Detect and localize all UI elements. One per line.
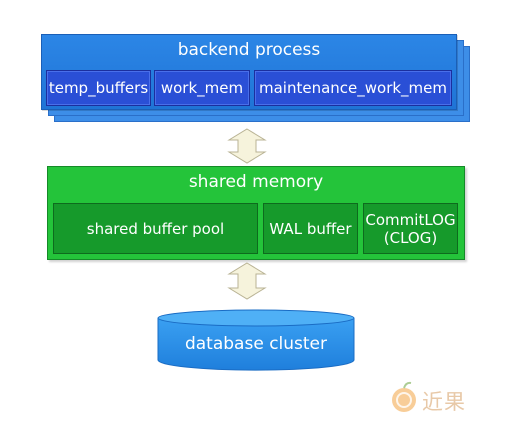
clog-label: CommitLOG (CLOG): [365, 210, 456, 247]
wal-buffer-label: WAL buffer: [269, 219, 352, 238]
watermark-text: 近果: [422, 390, 466, 414]
shared-memory: shared memory shared buffer pool WAL buf…: [47, 166, 465, 260]
shared-memory-title: shared memory: [188, 172, 324, 192]
maintenance-work-mem-area: maintenance_work_mem: [254, 70, 452, 106]
database-cluster-cylinder: [157, 309, 355, 371]
backend-process: backend process temp_buffers work_mem ma…: [41, 34, 457, 110]
work-mem-area: work_mem: [154, 70, 250, 106]
arrow-shared-memory-database: [227, 262, 267, 300]
temp-buffers-area: temp_buffers: [46, 70, 151, 106]
temp-buffers-label: temp_buffers: [48, 79, 149, 97]
watermark-logo-icon: [392, 381, 416, 412]
wal-buffer-area: WAL buffer: [263, 203, 358, 254]
clog-area: CommitLOG (CLOG): [363, 203, 458, 254]
backend-process-title: backend process: [177, 40, 321, 60]
work-mem-label: work_mem: [160, 79, 244, 97]
arrow-backend-shared-memory: [227, 128, 267, 164]
shared-buffer-pool-area: shared buffer pool: [53, 203, 258, 254]
shared-buffer-pool-label: shared buffer pool: [86, 219, 225, 238]
maintenance-work-mem-label: maintenance_work_mem: [258, 79, 448, 97]
database-cluster-label: database cluster: [184, 334, 328, 354]
